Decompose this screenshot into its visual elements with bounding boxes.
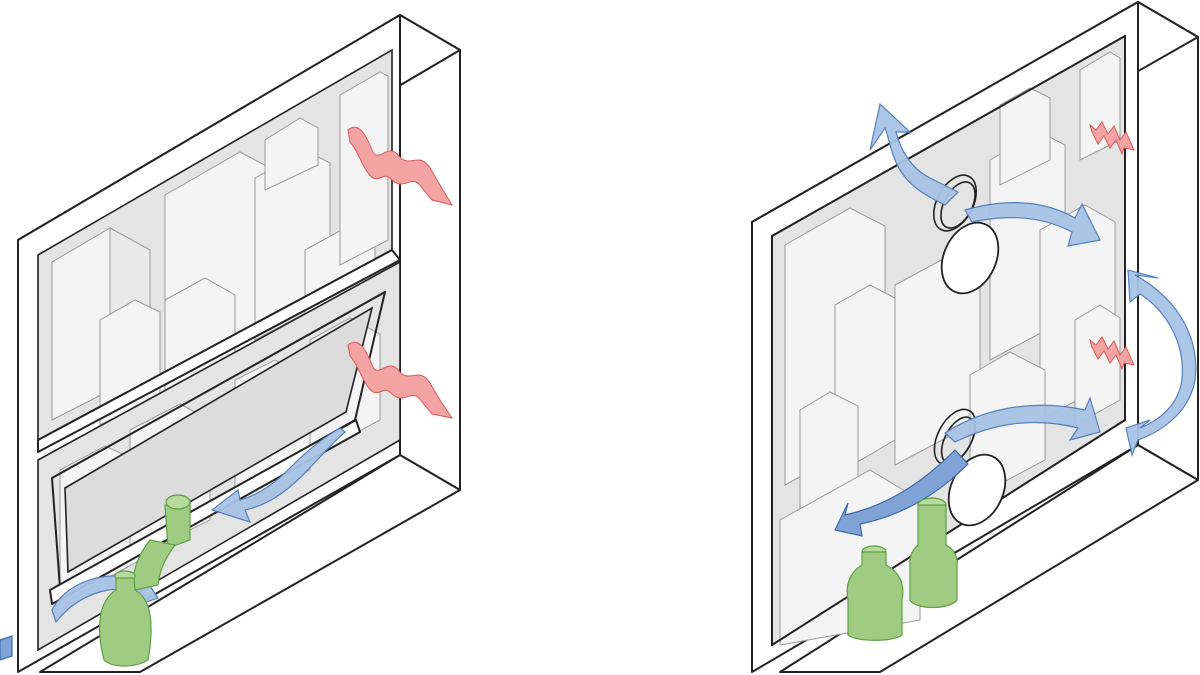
- right-bottle-small: [846, 545, 904, 641]
- left-transom: [37, 249, 401, 453]
- left-air-arrow-edge: [0, 635, 13, 661]
- left-awning-glass: [64, 306, 374, 574]
- vent-lower-disc: [947, 453, 1007, 527]
- left-heat-arrow-upper: [347, 127, 454, 206]
- right-air-arrow-out-left: [869, 102, 960, 206]
- left-bottle-vase: [98, 570, 152, 667]
- right-heat-arrow-upper: [1089, 121, 1135, 156]
- right-air-arrow-loop: [1125, 269, 1197, 458]
- right-air-arrow-out-right: [964, 202, 1101, 247]
- left-heat-arrow-lower: [347, 342, 454, 419]
- vent-upper-disc: [940, 221, 1000, 295]
- right-vent-lower[interactable]: [926, 403, 1016, 535]
- left-bottle-tall: [132, 494, 191, 591]
- left-awning-bottom-rail: [49, 419, 361, 605]
- right-bottle-tall: [909, 497, 958, 609]
- right-air-arrow-in-upper: [944, 396, 1101, 443]
- right-air-arrow-in-lower: [834, 449, 969, 537]
- left-window: [0, 14, 461, 673]
- right-buildings: [779, 51, 1121, 646]
- right-heat-arrow-lower: [1089, 336, 1135, 371]
- left-frame-side: [399, 14, 461, 491]
- left-air-arrow-top: [210, 427, 346, 523]
- right-frame-side: [1137, 1, 1199, 481]
- right-glass-outline: [771, 35, 1126, 646]
- right-window: [751, 1, 1199, 673]
